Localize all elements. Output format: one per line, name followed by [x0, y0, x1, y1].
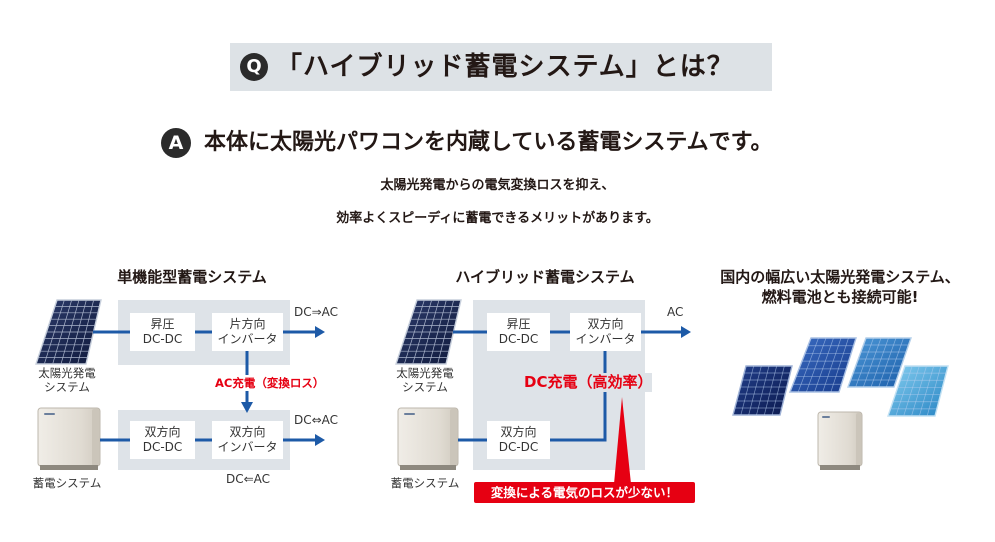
panel-grid-line	[748, 365, 762, 416]
q-badge-icon: Q	[240, 53, 268, 81]
compatible-panel-icon-blue	[788, 337, 857, 393]
battery-charge-label: DC⇐AC	[226, 472, 271, 486]
box-label-line-1: 昇圧	[506, 317, 531, 331]
panel-grid-line	[428, 299, 447, 365]
hybrid-title: ハイブリッド蓄電システム	[455, 268, 635, 286]
boost-dcdc-box: 昇圧 DC-DC	[487, 313, 550, 351]
panel-grid-line	[822, 337, 842, 393]
panel-surface	[395, 299, 462, 365]
panel-grid-line	[814, 337, 834, 393]
panel-surface	[788, 337, 857, 393]
bidirectional-inverter-box: 双方向 インバータ	[212, 421, 283, 459]
solar-label-line-1: 太陽光発電	[38, 366, 96, 380]
box-label-line-2: DC-DC	[142, 440, 183, 454]
panel-grid-line	[918, 365, 935, 417]
one-way-inverter-box: 片方向 インバータ	[212, 313, 283, 351]
panel-grid-line	[886, 337, 904, 388]
compatibility-title-line-1: 国内の幅広い太陽光発電システム、	[720, 268, 960, 286]
panel-grid-line	[52, 299, 73, 365]
compatible-panel-icon-light-blue	[887, 365, 949, 417]
dc-charge-note: DC充電（高効率）	[524, 373, 653, 392]
box-label-line-1: 双方向	[229, 425, 266, 439]
panel-grid-line	[830, 337, 849, 393]
solar-label: 太陽光発電 システム	[17, 366, 117, 394]
solar-label-line-2: システム	[402, 380, 448, 394]
panel-grid-line	[420, 299, 440, 365]
battery-label: 蓄電システム	[32, 476, 102, 490]
panel-grid-line	[412, 299, 433, 365]
solar-label: 太陽光発電 システム	[375, 366, 475, 394]
compatible-panel-icon-mid-blue	[846, 337, 912, 388]
panel-surface	[846, 337, 912, 388]
panel-grid-line	[403, 299, 425, 365]
panel-grid-line	[763, 365, 778, 416]
loss-callout: 変換による電気のロスが少ない！	[474, 482, 695, 503]
panel-grid-line	[756, 365, 770, 416]
panel-surface	[35, 299, 102, 365]
solar-output-label: DC⇒AC	[294, 305, 339, 319]
ac-output-label: AC	[667, 305, 684, 319]
panel-grid-line	[855, 337, 874, 388]
answer-text: 本体に太陽光パワコンを内蔵している蓄電システムです。	[204, 130, 773, 155]
arrowhead-right-icon	[315, 326, 325, 338]
compatibility-title: 国内の幅広い太陽光発電システム、 燃料電池とも接続可能!	[690, 267, 990, 307]
box-label-line-2: インバータ	[575, 332, 636, 346]
box-label-line-2: DC-DC	[498, 332, 539, 346]
bidirectional-inverter-box: 双方向 インバータ	[570, 313, 641, 351]
solar-label-line-1: 太陽光発電	[396, 366, 454, 380]
panel-grid-line	[878, 337, 897, 388]
box-label-line-2: インバータ	[217, 332, 278, 346]
description-line-2: 効率よくスピーディに蓄電できるメリットがあります。	[336, 211, 659, 226]
panel-grid-line	[895, 365, 913, 417]
panel-grid-line	[43, 299, 65, 365]
panel-surface	[732, 365, 793, 416]
panel-grid-line	[926, 365, 942, 417]
panel-grid-line	[870, 337, 889, 388]
box-label-line-2: DC-DC	[498, 440, 539, 454]
panel-grid-line	[771, 365, 785, 416]
battery-output-label: DC⇔AC	[294, 413, 339, 427]
box-label-line-1: 双方向	[587, 317, 624, 331]
single-function-title: 単機能型蓄電システム	[117, 268, 267, 286]
a-badge-icon: A	[161, 128, 191, 158]
panel-grid-line	[60, 299, 80, 365]
panel-grid-line	[863, 337, 882, 388]
description-line-1: 太陽光発電からの電気変換ロスを抑え、	[380, 178, 615, 193]
box-label-line-1: 双方向	[144, 425, 181, 439]
bidirectional-dcdc-box: 双方向 DC-DC	[487, 421, 550, 459]
question-text: 「ハイブリッド蓄電システム」とは？	[276, 52, 734, 82]
arrowhead-right-icon	[315, 434, 325, 446]
compatible-panel-icon-navy	[732, 365, 793, 416]
boost-dcdc-box: 昇圧 DC-DC	[130, 313, 195, 351]
bidirectional-dcdc-box: 双方向 DC-DC	[130, 421, 195, 459]
panel-grid-line	[911, 365, 927, 417]
panel-grid-line	[797, 337, 819, 393]
ac-charge-note: AC充電（変換ロス）	[214, 375, 326, 391]
box-label-line-2: インバータ	[217, 440, 278, 454]
panel-grid-line	[77, 299, 95, 365]
box-label-line-1: 昇圧	[150, 317, 175, 331]
solar-panel-icon-single	[35, 299, 102, 365]
panel-grid-line	[903, 365, 920, 417]
panel-grid-line	[806, 337, 827, 393]
panel-surface	[887, 365, 949, 417]
battery-icon-single	[37, 407, 101, 470]
box-label-line-1: 双方向	[500, 425, 537, 439]
battery-label: 蓄電システム	[390, 476, 460, 490]
solar-panel-icon-hybrid	[395, 299, 462, 365]
battery-icon-hybrid	[397, 407, 459, 470]
solar-label-line-2: システム	[44, 380, 90, 394]
question-banner: Q 「ハイブリッド蓄電システム」とは？	[230, 43, 772, 91]
panel-grid-line	[740, 365, 755, 416]
box-label-line-2: DC-DC	[142, 332, 183, 346]
compatibility-title-line-2: 燃料電池とも接続可能!	[761, 288, 919, 306]
box-label-line-1: 片方向	[229, 317, 266, 331]
battery-icon-compatible	[817, 411, 863, 470]
arrowhead-right-icon	[681, 326, 691, 338]
panel-grid-line	[68, 299, 87, 365]
panel-grid-line	[437, 299, 455, 365]
